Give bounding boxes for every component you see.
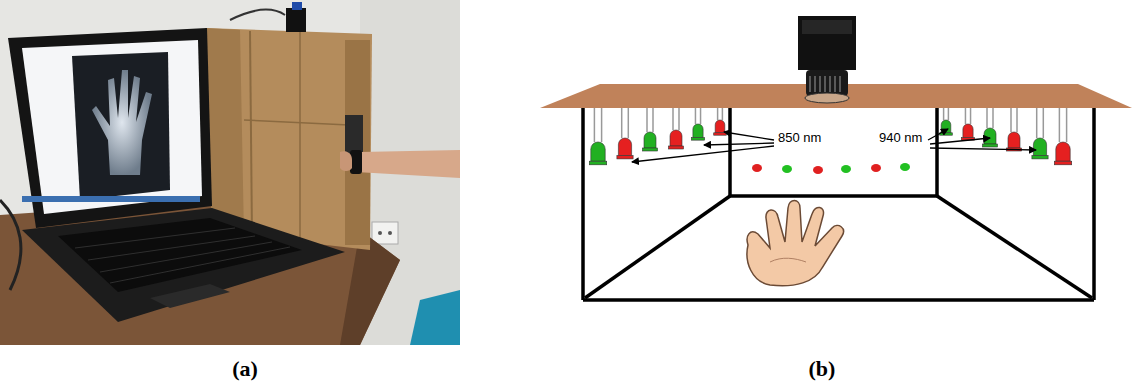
led [983, 144, 998, 147]
led [948, 108, 950, 120]
led [1059, 108, 1061, 142]
led [1036, 108, 1038, 138]
photo [0, 0, 460, 345]
schematic [540, 16, 1132, 300]
led [693, 124, 703, 138]
led-array [589, 108, 1071, 165]
led [941, 120, 951, 133]
led [722, 108, 724, 120]
led [628, 108, 630, 138]
panel-label: (a) [232, 356, 258, 381]
led [943, 108, 945, 120]
led [984, 128, 996, 144]
led [678, 108, 680, 130]
led-row [752, 163, 910, 174]
wavelength-label: 940 nm [878, 130, 923, 145]
led [965, 108, 967, 124]
led [1033, 138, 1046, 156]
led [621, 108, 623, 138]
led [618, 138, 631, 156]
led [1008, 132, 1020, 148]
led [700, 108, 702, 124]
led [1054, 161, 1071, 165]
led [591, 142, 605, 161]
led [652, 108, 654, 132]
led [670, 130, 682, 146]
led [992, 108, 994, 128]
led [1016, 108, 1018, 132]
led [617, 156, 633, 159]
camera [798, 16, 856, 70]
led [669, 146, 684, 149]
led [717, 108, 719, 120]
led [986, 108, 988, 128]
led [643, 148, 658, 151]
leader-line [632, 129, 1036, 162]
led [601, 108, 603, 142]
led [644, 132, 656, 148]
led [594, 108, 596, 142]
hand [747, 201, 843, 286]
led [714, 133, 727, 135]
led [1032, 156, 1048, 159]
led [963, 124, 973, 138]
led [715, 120, 725, 133]
led [695, 108, 697, 124]
led [1043, 108, 1045, 138]
enclosure [583, 107, 1094, 300]
panel-label: (b) [809, 356, 836, 381]
led [691, 138, 704, 141]
led [970, 108, 972, 124]
wavelength-label: 850 nm [777, 130, 822, 145]
led [589, 161, 606, 165]
led [1056, 142, 1070, 161]
led [1066, 108, 1068, 142]
led [672, 108, 674, 130]
led [1010, 108, 1012, 132]
led [646, 108, 648, 132]
